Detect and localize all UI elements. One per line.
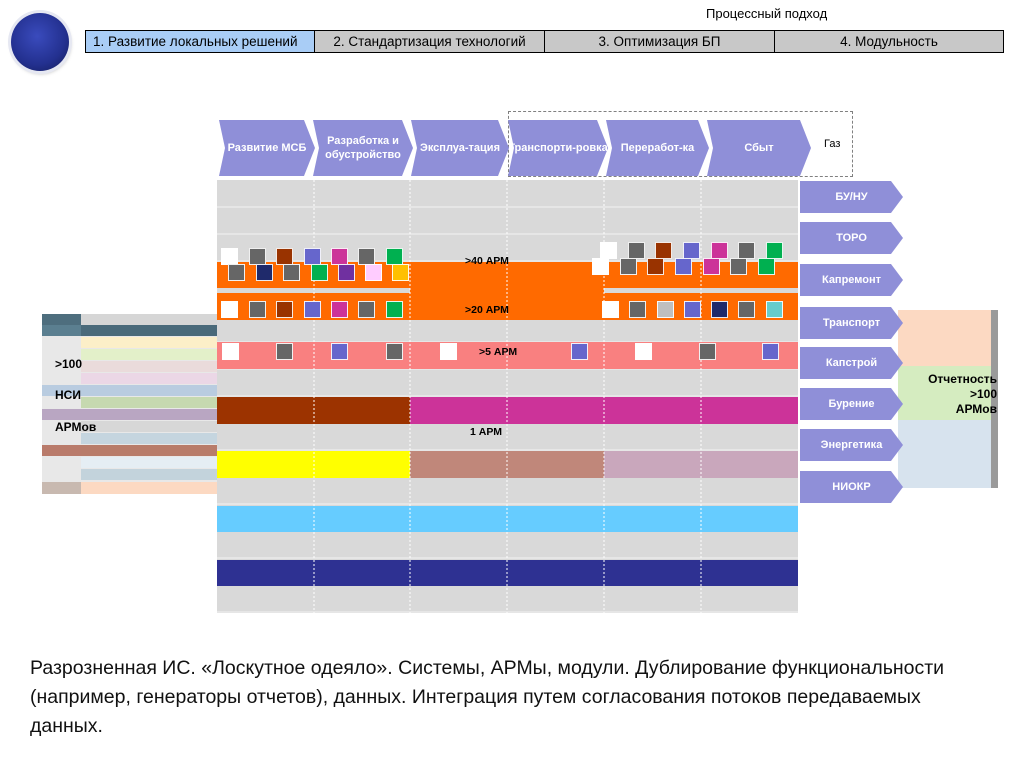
tab-local-solutions[interactable]: 1. Развитие локальных решений xyxy=(85,30,315,53)
tab-optimization[interactable]: 3. Оптимизация БП xyxy=(545,30,775,53)
module-square xyxy=(738,242,755,259)
band-label-20-arm: >20 АРМ xyxy=(465,304,509,316)
tag-bu-nu: БУ/НУ xyxy=(800,181,903,213)
module-square xyxy=(392,264,409,281)
module-square xyxy=(675,258,692,275)
module-square xyxy=(386,343,403,360)
module-square xyxy=(365,264,382,281)
module-square xyxy=(386,248,403,265)
module-square xyxy=(703,258,720,275)
band-sky xyxy=(217,506,798,532)
tab-standardization[interactable]: 2. Стандартизация технологий xyxy=(315,30,545,53)
module-square xyxy=(762,343,779,360)
module-square xyxy=(655,242,672,259)
process-approach-title: Процессный подход xyxy=(706,6,828,21)
gas-label: Газ xyxy=(824,138,841,150)
report-summary: Отчетность >100 АРМов xyxy=(905,372,997,417)
tag-kapremont: Капремонт xyxy=(800,264,903,296)
module-square xyxy=(276,301,293,318)
module-square xyxy=(683,242,700,259)
module-square xyxy=(758,258,775,275)
module-square xyxy=(628,242,645,259)
stage-tabs: 1. Развитие локальных решений 2. Стандар… xyxy=(85,30,1004,53)
band-label-1-arm: 1 АРМ xyxy=(470,426,502,438)
module-square xyxy=(331,343,348,360)
tag-toro: ТОРО xyxy=(800,222,903,254)
module-square xyxy=(222,343,239,360)
chain-step-msb: Развитие МСБ xyxy=(219,120,315,176)
left-systems-stack xyxy=(42,314,217,494)
band-orange-gap-right xyxy=(604,288,798,293)
module-square xyxy=(331,248,348,265)
tab-modularity[interactable]: 4. Модульность xyxy=(775,30,1004,53)
module-square xyxy=(276,343,293,360)
module-square xyxy=(600,242,617,259)
module-square xyxy=(283,264,300,281)
module-square xyxy=(730,258,747,275)
gas-group-outline xyxy=(508,111,853,177)
module-square xyxy=(358,301,375,318)
module-square xyxy=(629,301,646,318)
module-square xyxy=(635,343,652,360)
module-square xyxy=(711,242,728,259)
report-title: Отчетность xyxy=(928,372,997,386)
chain-step-sales: Сбыт xyxy=(707,120,811,176)
module-square xyxy=(249,301,266,318)
left-count-label: >100 xyxy=(55,357,83,371)
module-square xyxy=(249,248,266,265)
band-orange-gap-left xyxy=(217,288,410,293)
slide-caption: Разрозненная ИС. «Лоскутное одеяло». Сис… xyxy=(30,657,945,737)
module-square xyxy=(386,301,403,318)
chain-step-processing: Переработ-ка xyxy=(606,120,709,176)
tag-burenie: Бурение xyxy=(800,388,903,420)
module-square xyxy=(647,258,664,275)
module-square xyxy=(602,301,619,318)
module-square xyxy=(276,248,293,265)
company-logo xyxy=(11,13,69,71)
module-square xyxy=(657,301,674,318)
module-square xyxy=(221,301,238,318)
module-square xyxy=(766,301,783,318)
module-square xyxy=(256,264,273,281)
module-square xyxy=(699,343,716,360)
module-square xyxy=(620,258,637,275)
module-square xyxy=(592,258,609,275)
tag-energetika: Энергетика xyxy=(800,429,903,461)
chain-step-development: Разработка и обустройство xyxy=(313,120,413,176)
report-arm: АРМов xyxy=(955,402,997,416)
module-square xyxy=(338,264,355,281)
module-square xyxy=(304,301,321,318)
module-square xyxy=(684,301,701,318)
tag-niokr: НИОКР xyxy=(800,471,903,503)
report-count: >100 xyxy=(969,387,997,401)
module-square xyxy=(304,248,321,265)
left-arm-label: АРМов xyxy=(55,420,97,434)
band-label-40-arm: >40 АРМ xyxy=(465,255,509,267)
left-nsi-label: НСИ xyxy=(55,388,81,402)
tag-transport: Транспорт xyxy=(800,307,903,339)
module-square xyxy=(738,301,755,318)
module-square xyxy=(311,264,328,281)
module-square xyxy=(221,248,238,265)
module-square xyxy=(711,301,728,318)
chain-step-transport: Транспорти-ровка xyxy=(508,120,608,176)
module-square xyxy=(358,248,375,265)
module-square xyxy=(228,264,245,281)
reporting-panel xyxy=(898,310,998,488)
chain-step-operation: Эксплуа-тация xyxy=(411,120,509,176)
module-square xyxy=(440,343,457,360)
module-square xyxy=(766,242,783,259)
module-square xyxy=(331,301,348,318)
systems-patchwork-grid: >40 АРМ >20 АРМ >5 АРМ 1 АРМ xyxy=(217,180,798,613)
band-label-5-arm: >5 АРМ xyxy=(479,346,518,358)
module-square xyxy=(571,343,588,360)
tag-kapstroy: Капстрой xyxy=(800,347,903,379)
